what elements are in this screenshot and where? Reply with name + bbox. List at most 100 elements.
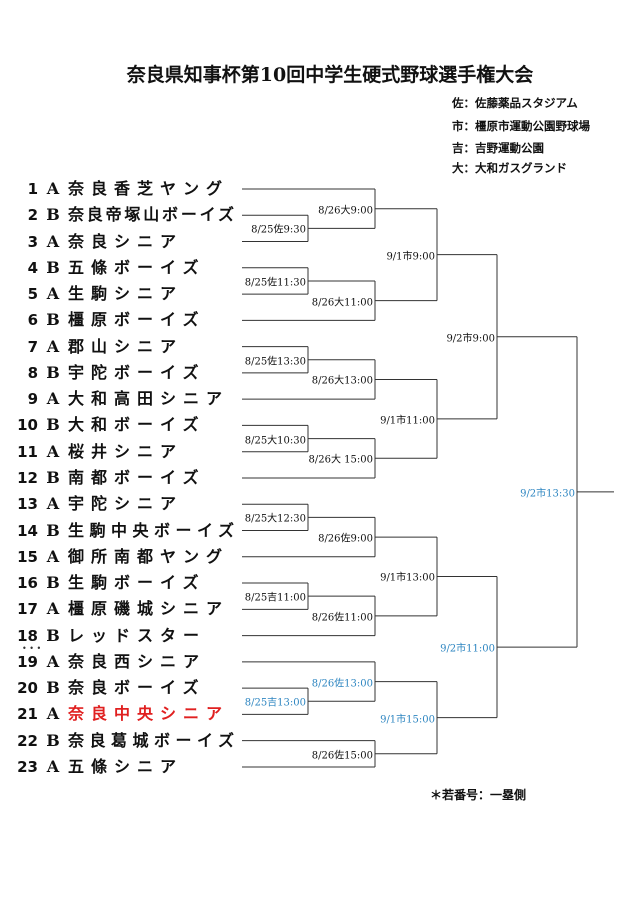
team-number: 16 — [17, 574, 38, 593]
match-schedule-label: 8/25大10:30 — [244, 435, 306, 447]
team-group: B — [46, 625, 60, 645]
team-number: 8 — [27, 363, 38, 382]
match-schedule-label: 8/25佐11:30 — [244, 277, 306, 289]
legend-venue-dai: 大：大和ガスグランド — [452, 161, 567, 175]
match-schedule-label: 8/25佐9:30 — [251, 224, 306, 236]
team-name: 橿原磯城シニア — [68, 599, 230, 619]
tournament-title: 奈良県知事杯第10回中学生硬式野球選手権大会 — [126, 64, 534, 86]
match-schedule-label: 8/26佐15:00 — [311, 750, 373, 762]
team-row: 10 B 大和ボーイズ — [0, 415, 234, 435]
team-row: 14 B 生駒中央ボーイズ — [0, 520, 234, 540]
match-schedule-label: 9/1市9:00 — [386, 251, 435, 263]
team-name: 奈良葛城ボーイズ — [68, 730, 240, 750]
footer-note: ＊若番号：一塁側 — [430, 788, 527, 802]
team-row: 6 B 橿原ボーイズ — [0, 310, 234, 330]
team-group: A — [46, 231, 60, 251]
match-schedule-label: 9/2市9:00 — [446, 333, 495, 345]
team-number: 10 — [17, 416, 38, 435]
team-row: 11 A 桜井シニア — [0, 441, 234, 461]
match-schedule-label: 9/1市11:00 — [380, 415, 435, 427]
team-name: 奈良帝塚山ボーイズ — [68, 205, 237, 225]
team-group: A — [46, 284, 60, 304]
team-name: 奈良西シニア — [68, 651, 207, 671]
match-schedule-label: 9/1市15:00 — [380, 714, 435, 726]
team-row: 12 B 南都ボーイズ — [0, 467, 234, 487]
team-row: 9 A 大和高田シニア — [0, 389, 234, 409]
legend-venue-sa: 佐：佐藤薬品スタジアム — [452, 96, 578, 110]
team-group: B — [46, 730, 60, 750]
match-schedule-label: 8/25佐13:30 — [244, 356, 306, 368]
team-number: 2 — [27, 206, 38, 225]
team-group: B — [46, 362, 60, 382]
team-group: A — [46, 389, 60, 409]
team-row: 2 B 奈良帝塚山ボーイズ — [0, 205, 237, 225]
team-row: 18 B レッドスター — [0, 625, 234, 645]
team-name: 御所南都ヤング — [68, 546, 230, 566]
team-group: B — [46, 257, 60, 277]
match-schedule-label: 8/26大13:00 — [311, 375, 373, 387]
match-schedule-label: 8/26大 15:00 — [308, 454, 373, 466]
team-name: 五條シニア — [68, 756, 184, 776]
team-number: 7 — [27, 337, 38, 356]
team-group: B — [46, 415, 60, 435]
team-row: 16 B 生駒ボーイズ — [0, 573, 234, 593]
team-number: 23 — [17, 757, 38, 776]
team-group: A — [46, 336, 60, 356]
team-number: 17 — [17, 600, 38, 619]
team-name: 大和高田シニア — [68, 389, 230, 409]
team-group: A — [46, 599, 60, 619]
team-row: 3 A 奈良シニア — [0, 231, 234, 251]
team-row: 8 B 宇陀ボーイズ — [0, 362, 234, 382]
match-schedule-label: 8/25吉11:00 — [244, 592, 306, 604]
match-schedule-label: 8/26佐13:00 — [311, 678, 373, 690]
team-name: 奈良中央シニア — [68, 704, 230, 724]
team-number: 11 — [17, 442, 38, 461]
team-row: 13 A 宇陀シニア — [0, 494, 234, 514]
team-name: 奈良シニア — [68, 231, 184, 251]
match-schedule-label: 9/2市13:30 — [520, 488, 575, 500]
team-name: 宇陀シニア — [68, 494, 184, 514]
team-row: 21 A 奈良中央シニア — [0, 704, 234, 724]
team-group: A — [46, 494, 60, 514]
team-name: 大和ボーイズ — [68, 415, 206, 435]
match-schedule-label: 8/26大11:00 — [311, 297, 373, 309]
team-group: B — [46, 520, 60, 540]
team-name: 宇陀ボーイズ — [68, 362, 206, 382]
team-name: 五條ボーイズ — [68, 257, 206, 277]
team-number: 19 — [17, 652, 38, 671]
match-schedule-label: 8/25大12:30 — [244, 513, 306, 525]
team-name: 南都ボーイズ — [68, 467, 206, 487]
team-name: 橿原ボーイズ — [68, 310, 206, 330]
team-group: B — [46, 205, 60, 225]
match-schedule-label: 8/25吉13:00 — [244, 697, 306, 709]
team-row: 7 A 郡山シニア — [0, 336, 234, 356]
team-row: 17 A 橿原磯城シニア — [0, 599, 234, 619]
team-name: レッドスター — [68, 625, 207, 645]
team-row: 5 A 生駒シニア — [0, 284, 234, 304]
team-group: B — [46, 467, 60, 487]
team-group: A — [46, 704, 60, 724]
team-number: 5 — [27, 285, 38, 304]
team-number: 1 — [27, 180, 38, 198]
legend-venue-yoshi: 吉：吉野運動公園 — [452, 141, 544, 155]
team-row: 4 B 五條ボーイズ — [0, 257, 234, 277]
team-number: 12 — [17, 468, 38, 487]
team-group: B — [46, 678, 60, 698]
team-group: A — [46, 441, 60, 461]
team-name: 奈良香芝ヤング — [68, 179, 230, 198]
team-name: 生駒中央ボーイズ — [68, 520, 240, 540]
team-group: B — [46, 573, 60, 593]
team-number: 6 — [27, 311, 38, 330]
team-number: 15 — [17, 547, 38, 566]
team-row: 20 B 奈良ボーイズ — [0, 678, 234, 698]
team-row: 15 A 御所南都ヤング — [0, 546, 234, 566]
team-name: 桜井シニア — [68, 441, 184, 461]
team-name: 郡山シニア — [68, 336, 184, 356]
team-group: A — [46, 546, 60, 566]
match-schedule-label: 9/2市11:00 — [440, 643, 495, 655]
match-schedule-label: 8/26大9:00 — [318, 205, 373, 217]
team-group: A — [46, 651, 60, 671]
team-number: 3 — [27, 232, 38, 251]
team-number: 13 — [17, 495, 38, 514]
